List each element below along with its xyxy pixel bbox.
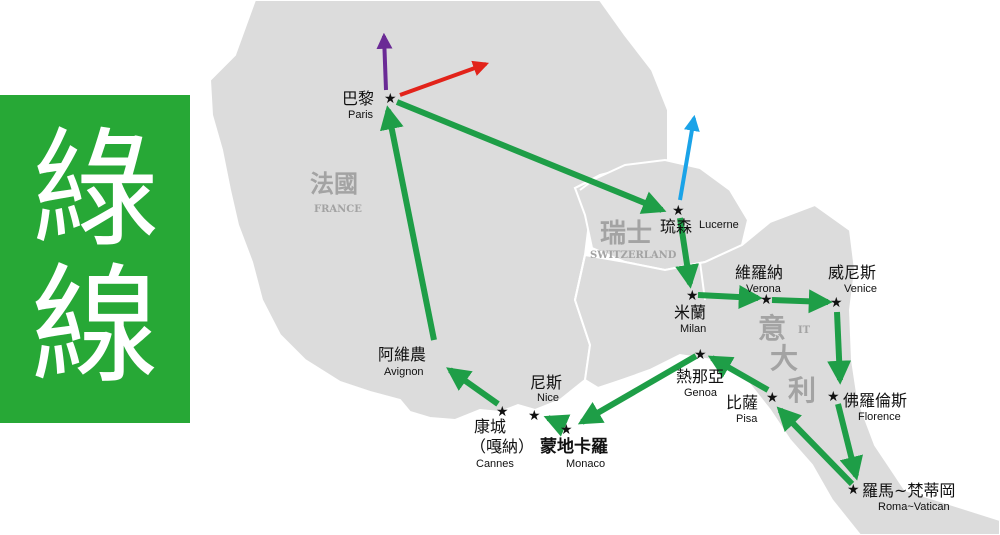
- nice-label-en: Nice: [537, 392, 559, 404]
- paris-star-icon: ★: [384, 91, 397, 107]
- cannes-label-cn-2: （嘎納）: [470, 437, 534, 456]
- nice-star-icon: ★: [528, 408, 541, 424]
- pisa-label-en: Pisa: [736, 413, 758, 425]
- route-cannes-avignon: [446, 367, 500, 407]
- italy-label-en: IT: [798, 325, 811, 336]
- genoa-label-cn: 熱那亞: [676, 367, 724, 386]
- paris-label-en: Paris: [348, 109, 374, 121]
- genoa-label-en: Genoa: [684, 387, 718, 399]
- pisa-label-cn: 比薩: [726, 393, 758, 412]
- blue-route-arrow: [678, 114, 700, 201]
- route-pisa-genoa: [707, 355, 770, 393]
- lucerne-label-en: Lucerne: [699, 219, 739, 231]
- route-florence-rome: [835, 403, 863, 481]
- italy-label-cn-1: 意: [758, 312, 786, 345]
- florence-label-cn: 佛羅倫斯: [843, 391, 907, 410]
- venice-star-icon: ★: [830, 295, 843, 311]
- verona-star-icon: ★: [760, 292, 773, 308]
- milan-label-en: Milan: [680, 323, 706, 335]
- rome-label-en: Roma~Vatican: [878, 501, 950, 513]
- route-venice-florence: [827, 311, 852, 385]
- monaco-label-en: Monaco: [566, 458, 605, 470]
- nice-label-cn: 尼斯: [530, 373, 562, 392]
- city-markers: ★ ★ ★ ★ ★ ★ ★ ★ ★ ★ ★ ★: [384, 91, 860, 498]
- cannes-star-icon: ★: [496, 404, 509, 420]
- lucerne-label-cn: 琉森: [660, 217, 692, 236]
- france-label-cn: 法國: [310, 169, 358, 198]
- italy-label-cn-2: 大: [770, 342, 798, 375]
- route-name-char-1: 綠: [30, 116, 159, 265]
- france-label-en: FRANCE: [314, 204, 362, 215]
- paris-label-cn: 巴黎: [342, 89, 374, 108]
- milan-label-cn: 米蘭: [674, 303, 706, 322]
- route-verona-venice: [771, 289, 833, 314]
- route-milan-verona: [697, 285, 763, 310]
- switzerland-label-cn: 瑞士: [600, 219, 652, 249]
- route-name-char-2: 線: [30, 252, 159, 401]
- purple-route-arrow: [376, 32, 393, 91]
- route-avignon-paris: [379, 105, 437, 341]
- cannes-label-en: Cannes: [476, 458, 514, 470]
- route-name-badge: 綠 線: [0, 95, 190, 423]
- rome-star-icon: ★: [847, 482, 860, 498]
- pisa-star-icon: ★: [766, 390, 779, 406]
- verona-label-cn: 維羅納: [735, 263, 783, 282]
- route-genoa-monaco: [577, 353, 698, 425]
- lucerne-star-icon: ★: [672, 203, 685, 219]
- green-route: [379, 99, 863, 487]
- venice-label-cn: 威尼斯: [828, 263, 876, 282]
- avignon-label-cn: 阿維農: [378, 345, 426, 364]
- milan-star-icon: ★: [686, 288, 699, 304]
- italy-label-cn-3: 利: [788, 374, 816, 407]
- route-monaco-nice: [543, 414, 571, 437]
- monaco-label-cn: 蒙地卡羅: [540, 436, 608, 457]
- monaco-star-icon: ★: [560, 422, 573, 438]
- venice-label-en: Venice: [844, 283, 877, 295]
- switzerland-label-en: SWITZERLAND: [590, 250, 677, 261]
- florence-label-en: Florence: [858, 411, 901, 423]
- avignon-label-en: Avignon: [384, 366, 424, 378]
- verona-label-en: Verona: [746, 283, 782, 295]
- route-rome-pisa: [776, 406, 855, 487]
- route-lucerne-milan: [675, 217, 699, 289]
- florence-star-icon: ★: [827, 389, 840, 405]
- red-route-arrow: [399, 60, 490, 97]
- rome-label-cn: 羅馬~梵蒂岡: [862, 481, 955, 500]
- genoa-star-icon: ★: [694, 347, 707, 363]
- cannes-label-cn: 康城: [474, 417, 506, 436]
- route-paris-lucerne: [395, 99, 667, 214]
